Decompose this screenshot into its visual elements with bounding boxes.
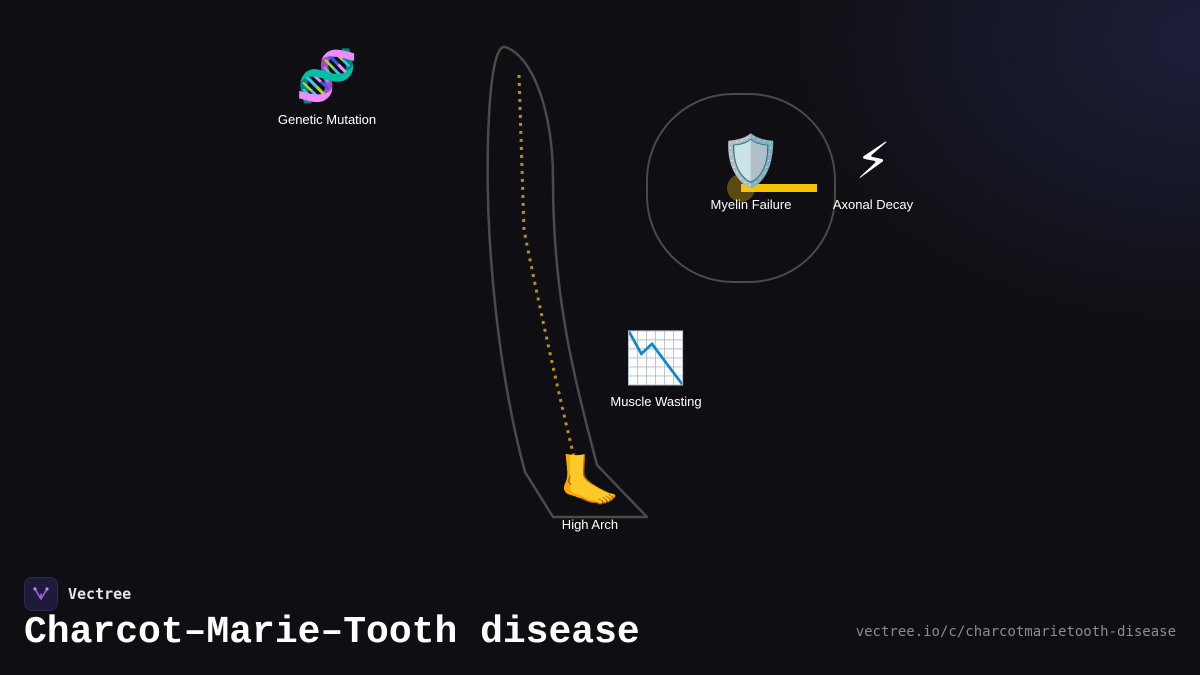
source-url[interactable]: vectree.io/c/charcotmarietooth-disease bbox=[855, 624, 1176, 640]
node-myelin-failure: 🛡️ Myelin Failure bbox=[711, 133, 792, 212]
nerve-path bbox=[517, 74, 584, 491]
high-arch-label: High Arch bbox=[561, 517, 619, 532]
myelin-failure-label: Myelin Failure bbox=[710, 197, 792, 212]
leg-outline bbox=[486, 45, 649, 519]
cell-cross-section bbox=[646, 93, 836, 283]
node-high-arch: 🦶 High Arch bbox=[559, 453, 621, 532]
node-genetic-mutation: 🧬 Genetic Mutation bbox=[278, 48, 376, 127]
axonal-decay-label: Axonal Decay bbox=[832, 197, 914, 212]
chart-decreasing-icon: 📉 bbox=[624, 329, 688, 387]
brand: Vectree bbox=[24, 577, 131, 611]
node-muscle-wasting: 📉 Muscle Wasting bbox=[610, 330, 701, 409]
dna-icon: 🧬 bbox=[295, 47, 359, 105]
page-title: Charcot–Marie–Tooth disease bbox=[24, 611, 640, 654]
brand-name: Vectree bbox=[68, 585, 132, 603]
axon-bar bbox=[741, 184, 817, 192]
node-axonal-decay: ⚡ Axonal Decay bbox=[833, 133, 913, 212]
shield-icon: 🛡️ bbox=[719, 132, 783, 190]
foot-icon: 🦶 bbox=[558, 452, 622, 510]
muscle-wasting-label: Muscle Wasting bbox=[610, 394, 702, 409]
genetic-mutation-label: Genetic Mutation bbox=[277, 112, 377, 127]
vectree-logo-icon bbox=[24, 577, 58, 611]
lightning-icon: ⚡ bbox=[855, 132, 891, 190]
